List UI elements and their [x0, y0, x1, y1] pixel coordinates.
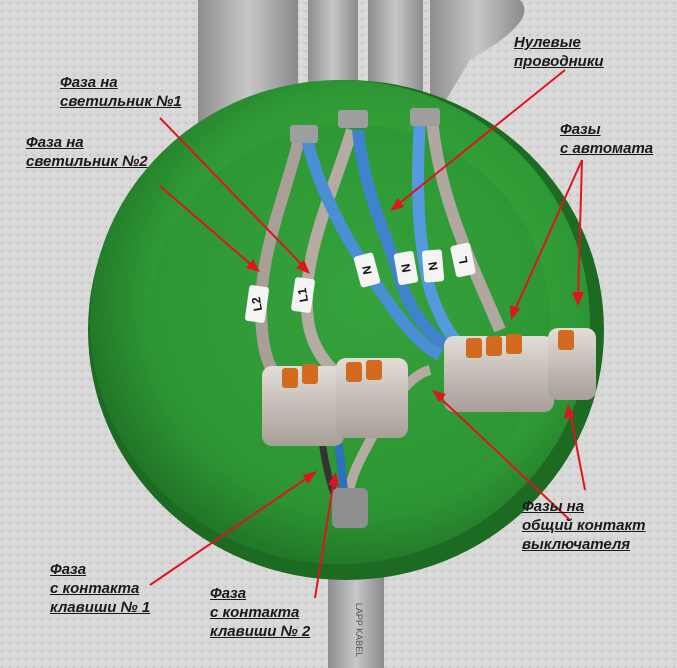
- arrow-phase-key1: [149, 475, 311, 586]
- label-phase-key2-line3: клавиши № 2: [210, 623, 311, 640]
- cable-stubs: [290, 108, 440, 528]
- label-switch-common-line1: Фазы на: [522, 498, 585, 515]
- wire-tag-n3: N: [425, 261, 440, 272]
- wire-tag-l: L: [455, 255, 470, 265]
- label-phases-breaker-line1: Фазы: [560, 121, 601, 138]
- right-connectors: [444, 328, 596, 412]
- arrow-phase-lamp2: [159, 185, 256, 269]
- arrow-phase-key2: [314, 479, 335, 599]
- label-phase-key2-line1: Фаза: [210, 585, 247, 602]
- cable-marking: LAPP KABEL: [354, 603, 364, 657]
- label-phase-key1-line1: Фаза: [50, 561, 87, 578]
- label-phase-key2: Фаза с контакта клавиши № 2: [210, 584, 310, 641]
- label-phase-lamp2-line2: светильник №2: [26, 153, 148, 170]
- wire-tag-l2: L2: [249, 296, 265, 313]
- junction-box: [88, 80, 604, 580]
- arrow-phase-lamp1: [159, 117, 306, 269]
- label-neutral-line1: Нулевые: [514, 34, 581, 51]
- label-phase-key1-line2: с контакта: [50, 580, 140, 597]
- label-phase-key1: Фаза с контакта клавиши № 1: [50, 560, 150, 617]
- label-phase-lamp1-line1: Фаза на: [60, 74, 118, 91]
- left-connectors: [262, 358, 408, 446]
- arrow-switch-common-2: [569, 411, 586, 491]
- label-phase-key2-line2: с контакта: [210, 604, 300, 621]
- label-phase-lamp1: Фаза на светильник №1: [60, 73, 182, 111]
- arrow-phases-breaker-1: [513, 159, 583, 313]
- wire-tag-n2: N: [398, 263, 413, 274]
- label-phases-breaker: Фазы с автомата: [560, 120, 653, 158]
- label-neutral-line2: проводники: [514, 53, 604, 70]
- wire-tag-n1: N: [359, 265, 374, 276]
- label-phase-lamp2: Фаза на светильник №2: [26, 133, 148, 171]
- arrow-switch-common-1: [437, 395, 571, 521]
- arrow-neutral: [395, 69, 566, 207]
- label-switch-common-line2: общий контакт: [522, 517, 646, 534]
- wire-tags: L2 L1 N N N L: [244, 242, 476, 323]
- label-switch-common-line3: выключателя: [522, 536, 631, 553]
- label-phases-switch-common: Фазы на общий контакт выключателя: [522, 497, 645, 554]
- label-phase-lamp1-line2: светильник №1: [60, 93, 182, 110]
- label-phase-lamp2-line1: Фаза на: [26, 134, 84, 151]
- wire-tag-l1: L1: [295, 287, 311, 304]
- label-phases-breaker-line2: с автомата: [560, 140, 654, 157]
- arrow-phases-breaker-2: [577, 159, 583, 299]
- label-neutral-conductors: Нулевые проводники: [514, 33, 604, 71]
- label-phase-key1-line3: клавиши № 1: [50, 599, 151, 616]
- pointer-arrows: [149, 69, 586, 599]
- conduit-pipes-top: [198, 0, 525, 160]
